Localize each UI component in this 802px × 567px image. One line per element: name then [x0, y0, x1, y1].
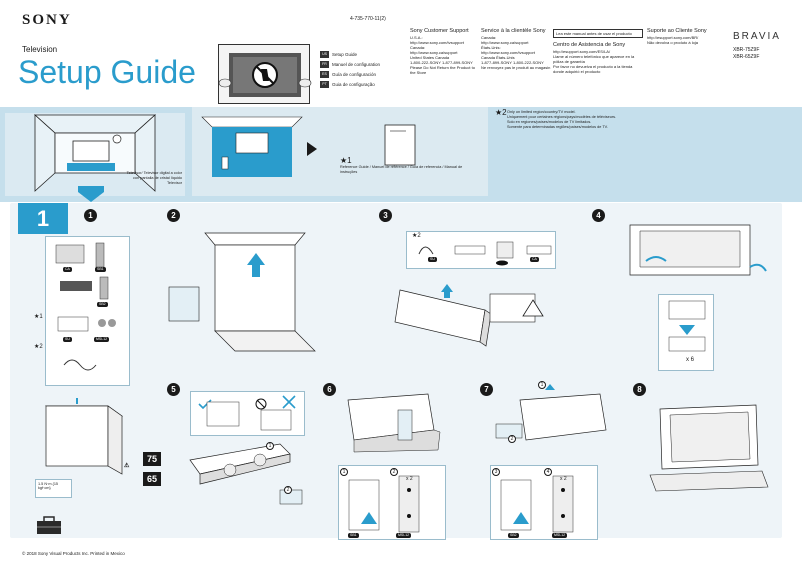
- spacer: [210, 330, 211, 331]
- part-number: 4-735-770-11(2): [350, 16, 386, 22]
- step-number: 7: [480, 383, 493, 396]
- reference-panel: [192, 107, 488, 196]
- step7-illustration: [495, 384, 607, 441]
- support-us: Sony Customer Support U.S.A.: http://www…: [410, 28, 475, 75]
- part-tag: SB2: [508, 533, 519, 538]
- support-pt: Suporte ao Cliente Sony http://esupport.…: [647, 28, 707, 45]
- reference-guide-text: Reference Guide / Manuel de référence / …: [340, 165, 463, 174]
- step-number: 3: [379, 209, 392, 222]
- step4-illustration: [629, 224, 767, 276]
- sub-step-number: 1: [266, 442, 274, 450]
- hero-illustration: [218, 44, 312, 104]
- step3-parts-box: [406, 231, 556, 269]
- part-tag: MSL12: [552, 533, 568, 538]
- step-number: 2: [167, 209, 180, 222]
- read-manual-notice: Lea este manual antes de usar el product…: [553, 29, 643, 38]
- parts-illustration: [55, 242, 116, 371]
- step6-illustration: [347, 393, 441, 453]
- step-number: 4: [592, 209, 605, 222]
- part-tag: SU: [63, 337, 72, 342]
- step7-detail-box: [490, 465, 598, 540]
- star1-mark: ★1: [34, 314, 43, 320]
- step-number: 1: [84, 209, 97, 222]
- toolbox-icon: [37, 516, 61, 534]
- tv-lift-illustration: [44, 398, 124, 475]
- part-tag: SU: [428, 257, 437, 262]
- step4-detail-box: [658, 294, 714, 371]
- count-label: x 2: [406, 476, 413, 482]
- step-number: 5: [167, 383, 180, 396]
- step6-detail-box: [338, 465, 446, 540]
- part-tag: MSL12: [396, 533, 412, 538]
- bravia-logo: BRAVIA: [733, 31, 781, 42]
- step-number: 8: [633, 383, 646, 396]
- step5-do-dont-box: [190, 391, 305, 436]
- room-panel: [5, 113, 185, 196]
- step3-illustration: [394, 284, 544, 347]
- count-label: x 6: [686, 357, 695, 363]
- room-illustration: [33, 114, 157, 192]
- sub-step-number: 1: [538, 381, 546, 389]
- warning-icon: ⚠: [124, 463, 130, 469]
- screw-note: 1.5 N·m {15 kgf·cm}: [35, 479, 72, 498]
- star1-mark: ★1: [340, 156, 352, 165]
- copyright: © 2018 Sony Visual Products Inc. Printed…: [22, 551, 125, 556]
- star2-mark: ★2: [412, 233, 421, 239]
- sub-step-number: 4: [544, 468, 552, 476]
- tv-caption: Televisor/ Televisor digital a color con…: [126, 171, 182, 185]
- no-leaning-tv-icon: [218, 53, 312, 97]
- part-tag: CA: [63, 267, 72, 272]
- sony-logo: SONY: [22, 12, 72, 28]
- step8-illustration: [649, 404, 769, 492]
- sub-step-number: 2: [390, 468, 398, 476]
- step-number: 6: [323, 383, 336, 396]
- size-badge: 65: [143, 472, 161, 486]
- part-tag: CA: [530, 257, 539, 262]
- sub-step-number: 2: [284, 486, 292, 494]
- part-tag: SB1: [95, 267, 106, 272]
- part-tag: SB2: [97, 302, 108, 307]
- arrow-down-icon: [78, 186, 104, 202]
- size-badge: 75: [143, 452, 161, 466]
- page-title: Setup Guide: [18, 54, 196, 90]
- part-tag: MSL12: [94, 337, 110, 342]
- model-list: XBR-75Z9F XBR-65Z9F: [733, 47, 760, 60]
- part-tag: SB1: [348, 533, 359, 538]
- star2-mark: ★2: [34, 344, 43, 350]
- product-type: Television: [22, 45, 58, 54]
- sub-step-number: 3: [492, 468, 500, 476]
- support-es: Centro de Asistencia de Sony http://esup…: [553, 42, 635, 74]
- step5-illustration: [189, 443, 303, 505]
- step2-illustration: [165, 225, 365, 375]
- sub-step-number: 2: [508, 435, 516, 443]
- support-fr: Service à la clientèle Sony Canada: http…: [481, 28, 551, 70]
- section-number: 1: [18, 203, 68, 234]
- star2-mark: ★2: [495, 108, 507, 117]
- sub-step-number: 1: [340, 468, 348, 476]
- parts-box: [45, 236, 130, 386]
- wall-illustration: [201, 116, 416, 177]
- star2-notes: Only on limited region/country/TV model.…: [507, 110, 617, 129]
- count-label: x 2: [560, 476, 567, 482]
